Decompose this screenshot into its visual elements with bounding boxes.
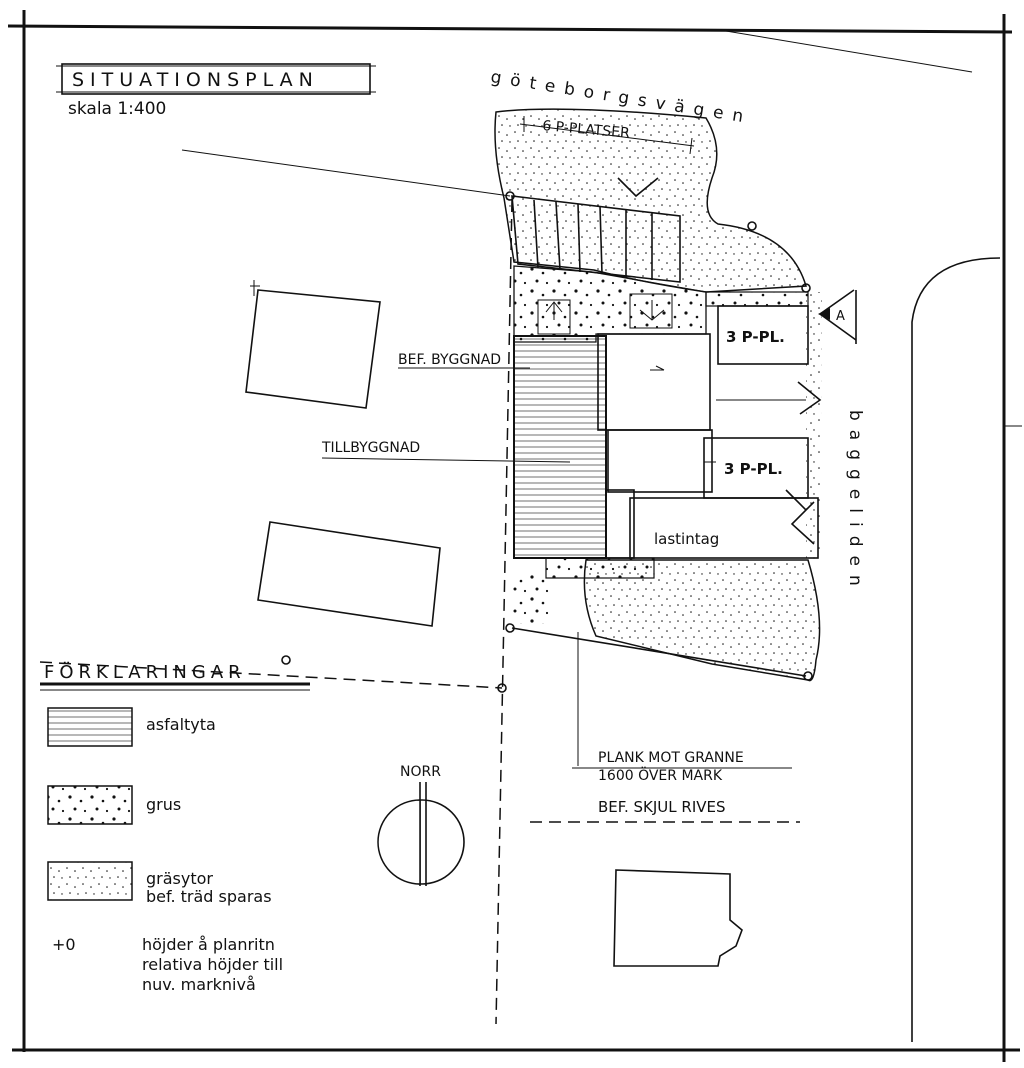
neighbour-building-3 bbox=[613, 869, 743, 967]
heights-text-3: nuv. marknivå bbox=[142, 975, 256, 994]
existing-building bbox=[597, 333, 713, 493]
legend-label-gravel: grus bbox=[146, 795, 181, 814]
north-arrow bbox=[377, 782, 465, 886]
heights-text-2: relativa höjder till bbox=[142, 955, 283, 974]
legend: FÖRKLARINGAR asfaltyta grus gräsytor bef… bbox=[40, 661, 310, 994]
legend-label-grass-2: bef. träd sparas bbox=[146, 887, 272, 906]
title-block: SITUATIONSPLAN skala 1:400 bbox=[56, 63, 376, 119]
loading-area bbox=[629, 497, 819, 559]
baggeliden-road-edge bbox=[911, 257, 1001, 1042]
fence-label-line2: 1600 ÖVER MARK bbox=[598, 766, 723, 784]
parking-six-spaces bbox=[511, 116, 695, 283]
north-label: NORR bbox=[400, 764, 441, 780]
grass-area-east bbox=[806, 292, 822, 560]
property-line-south bbox=[39, 661, 503, 689]
road-name-baggeliden: baggeliden bbox=[845, 410, 865, 595]
gravel-strip-top bbox=[705, 291, 809, 307]
legend-label-asphalt: asfaltyta bbox=[146, 715, 216, 734]
scale-label: skala 1:400 bbox=[68, 99, 166, 119]
property-line-west bbox=[495, 199, 513, 1025]
neighbour-building-2 bbox=[257, 521, 441, 627]
existing-building-label: BEF. BYGGNAD bbox=[398, 352, 501, 368]
loading-label: lastintag bbox=[654, 530, 719, 548]
road-edge-line bbox=[719, 29, 973, 73]
gravel-strip-south bbox=[545, 557, 655, 579]
fence-label-line1: PLANK MOT GRANNE bbox=[598, 750, 744, 766]
neighbour-building-1 bbox=[245, 280, 381, 409]
heights-symbol: +0 bbox=[52, 935, 76, 954]
grass-area-bottom bbox=[583, 559, 821, 682]
parking-three-label-top: 3 P-PL. bbox=[726, 328, 785, 346]
grass-area-top bbox=[494, 108, 807, 293]
legend-label-grass: gräsytor bbox=[146, 869, 213, 888]
legend-heading: FÖRKLARINGAR bbox=[44, 661, 246, 683]
gravel-area-sw bbox=[512, 572, 552, 624]
title: SITUATIONSPLAN bbox=[72, 69, 319, 91]
drawing-frame bbox=[7, 10, 1020, 1062]
extension-building bbox=[513, 335, 635, 559]
legend-item-asphalt: asfaltyta bbox=[47, 707, 216, 747]
extension-label: TILLBYGGNAD bbox=[321, 440, 420, 456]
shed-label: BEF. SKJUL RIVES bbox=[598, 798, 726, 816]
section-marker-label: A bbox=[836, 309, 845, 324]
entrance-steps bbox=[537, 293, 673, 335]
legend-item-gravel: grus bbox=[47, 785, 181, 825]
legend-item-grass: gräsytor bef. träd sparas bbox=[47, 861, 272, 906]
parking-six-label: 6 P-PLATSER bbox=[542, 118, 631, 142]
fence-line bbox=[511, 627, 807, 677]
heights-text-1: höjder å planritn bbox=[142, 935, 275, 954]
section-marker bbox=[818, 289, 857, 344]
property-line-north bbox=[181, 149, 511, 197]
parking-three-label-bottom: 3 P-PL. bbox=[724, 460, 783, 478]
